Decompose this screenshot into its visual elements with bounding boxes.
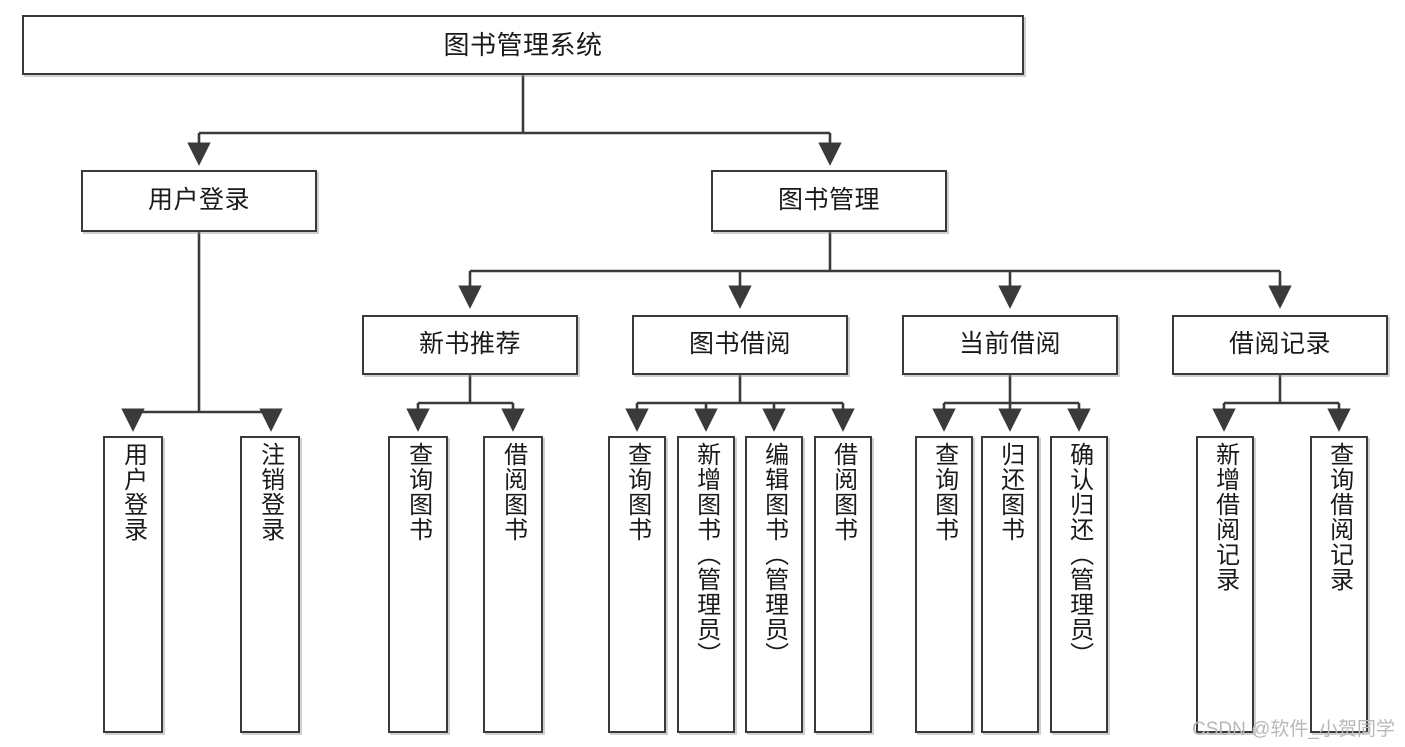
node-leaf-current-borrow-2[interactable]: 归还图书 — [981, 436, 1039, 733]
node-leaf-borrow-record-1-label: 新增借阅记录 — [1211, 442, 1239, 592]
node-user-login[interactable]: 用户登录 — [81, 170, 317, 232]
node-borrow-record-label: 借阅记录 — [1228, 330, 1331, 359]
node-new-book-rec[interactable]: 新书推荐 — [362, 315, 578, 375]
node-leaf-current-borrow-3-label: 确认归还（管理员） — [1065, 442, 1093, 667]
node-leaf-book-borrow-1[interactable]: 查询图书 — [608, 436, 666, 733]
node-leaf-book-borrow-4[interactable]: 借阅图书 — [814, 436, 872, 733]
node-leaf-current-borrow-3[interactable]: 确认归还（管理员） — [1050, 436, 1108, 733]
node-leaf-book-borrow-3-label: 编辑图书（管理员） — [760, 442, 788, 667]
node-leaf-book-borrow-4-label: 借阅图书 — [829, 442, 857, 542]
node-leaf-user-login-2-label: 注销登录 — [256, 442, 284, 542]
node-leaf-borrow-record-2[interactable]: 查询借阅记录 — [1310, 436, 1368, 733]
node-current-borrow-label: 当前借阅 — [958, 330, 1061, 359]
node-leaf-new-book-rec-1-label: 查询图书 — [404, 442, 432, 542]
node-book-borrow-label: 图书借阅 — [688, 330, 791, 359]
node-leaf-user-login-2[interactable]: 注销登录 — [240, 436, 300, 733]
node-leaf-book-borrow-2-label: 新增图书（管理员） — [692, 442, 720, 667]
node-leaf-current-borrow-1-label: 查询图书 — [930, 442, 958, 542]
node-leaf-book-borrow-1-label: 查询图书 — [623, 442, 651, 542]
node-leaf-new-book-rec-2-label: 借阅图书 — [499, 442, 527, 542]
node-borrow-record[interactable]: 借阅记录 — [1172, 315, 1388, 375]
node-new-book-rec-label: 新书推荐 — [418, 330, 521, 359]
node-root[interactable]: 图书管理系统 — [22, 15, 1024, 75]
node-book-manage-label: 图书管理 — [777, 186, 880, 215]
node-leaf-new-book-rec-2[interactable]: 借阅图书 — [483, 436, 543, 733]
node-leaf-borrow-record-1[interactable]: 新增借阅记录 — [1196, 436, 1254, 733]
node-leaf-new-book-rec-1[interactable]: 查询图书 — [388, 436, 448, 733]
node-leaf-current-borrow-2-label: 归还图书 — [996, 442, 1024, 542]
node-book-borrow[interactable]: 图书借阅 — [632, 315, 848, 375]
node-leaf-book-borrow-2[interactable]: 新增图书（管理员） — [677, 436, 735, 733]
node-book-manage[interactable]: 图书管理 — [711, 170, 947, 232]
node-leaf-current-borrow-1[interactable]: 查询图书 — [915, 436, 973, 733]
node-root-label: 图书管理系统 — [443, 29, 603, 60]
node-leaf-user-login-1[interactable]: 用户登录 — [103, 436, 163, 733]
csdn-watermark: CSDN @软件_小贺同学 — [1192, 719, 1395, 740]
node-leaf-book-borrow-3[interactable]: 编辑图书（管理员） — [745, 436, 803, 733]
node-user-login-label: 用户登录 — [147, 186, 250, 215]
node-current-borrow[interactable]: 当前借阅 — [902, 315, 1118, 375]
node-leaf-borrow-record-2-label: 查询借阅记录 — [1325, 442, 1353, 592]
node-leaf-user-login-1-label: 用户登录 — [119, 442, 147, 542]
